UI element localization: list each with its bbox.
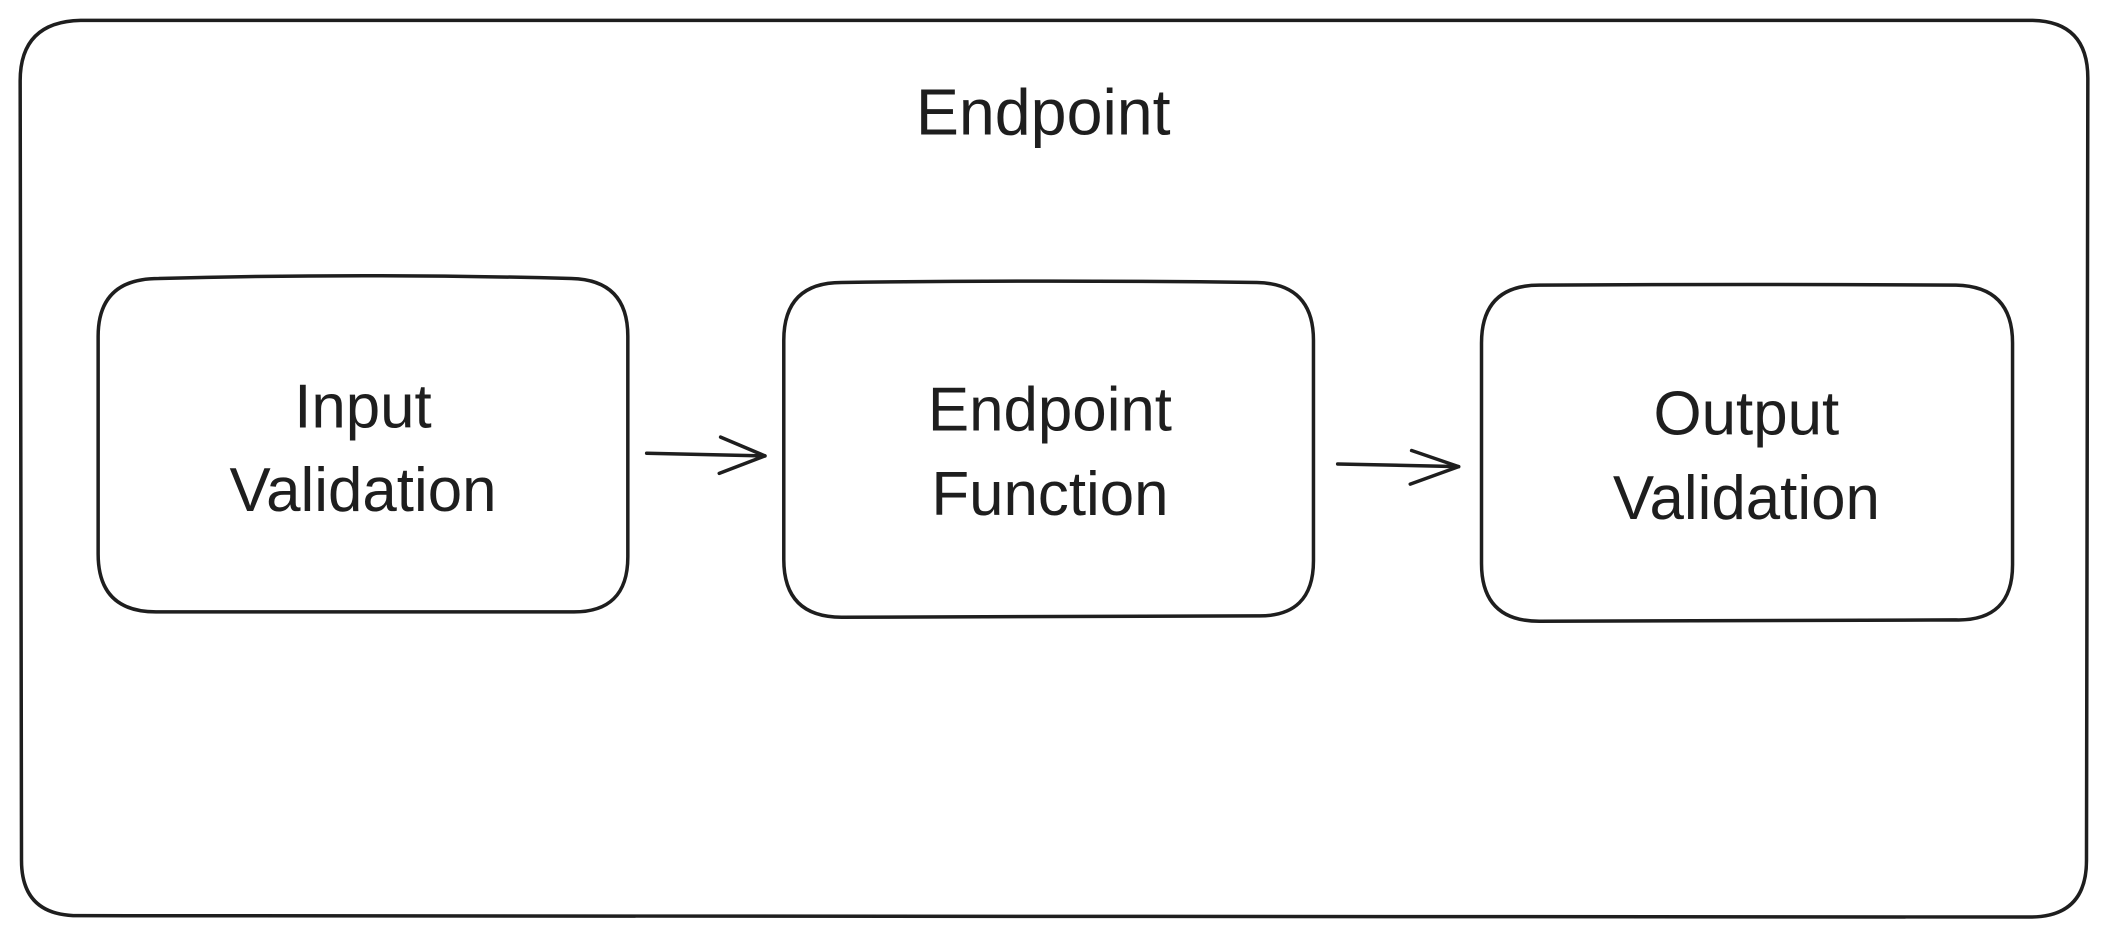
node-label-line2: Validation xyxy=(1613,464,1880,533)
node-label-line1: Input xyxy=(294,373,432,442)
node-endpoint-function[interactable]: Endpoint Function xyxy=(782,279,1316,619)
node-label-line2: Function xyxy=(931,460,1168,529)
node-input-validation[interactable]: Input Validation xyxy=(96,274,630,614)
node-label-line2: Validation xyxy=(230,456,497,525)
container-title: Endpoint xyxy=(916,77,1171,149)
node-label-line1: Endpoint xyxy=(928,375,1172,444)
node-label-line1: Output xyxy=(1654,379,1840,448)
node-output-validation[interactable]: Output Validation xyxy=(1479,282,2015,624)
arrow-function-to-output xyxy=(1335,448,1461,486)
arrow-input-to-function xyxy=(644,435,767,476)
